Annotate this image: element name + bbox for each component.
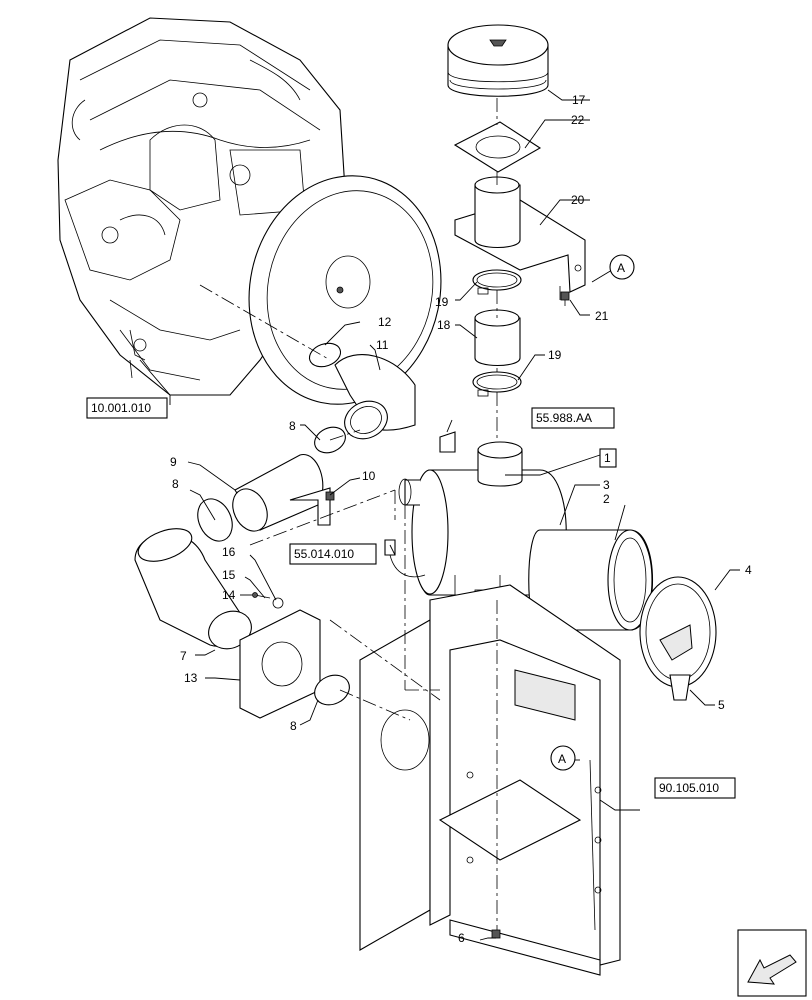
- bolt-21: [560, 291, 570, 306]
- leader-lines: [139, 89, 740, 941]
- callout-22: 22: [571, 113, 585, 127]
- marker-a-top: A: [609, 254, 635, 280]
- rubber-sleeve: [474, 309, 521, 366]
- ref-sensor[interactable]: 55.014.010: [289, 543, 377, 565]
- callout-21: 21: [595, 309, 609, 323]
- callout-5: 5: [718, 698, 725, 712]
- svg-text:10.001.010: 10.001.010: [91, 401, 151, 415]
- ref-frame[interactable]: 90.105.010: [654, 777, 736, 799]
- engine-assembly: [57, 17, 442, 405]
- clamp-upper: [472, 269, 522, 295]
- callout-9: 9: [170, 455, 177, 469]
- clamp-12: [308, 342, 342, 368]
- filter-element: [528, 529, 653, 631]
- assembly-lines: [199, 98, 561, 930]
- switch-55988: [439, 431, 456, 453]
- callout-12: 12: [378, 315, 392, 329]
- ref-engine[interactable]: 10.001.010: [86, 397, 168, 419]
- mounting-bracket-with-tube: [454, 176, 586, 293]
- sensor-55014: [384, 539, 426, 578]
- callout-6: 6: [458, 931, 465, 945]
- ref-switch[interactable]: 55.988.AA: [531, 407, 615, 429]
- clamp-8-lower: [314, 674, 350, 706]
- callout-17: 17: [572, 93, 586, 107]
- callout-1-box: 1: [599, 448, 617, 468]
- callout-13: 13: [184, 671, 198, 685]
- callout-10: 10: [362, 469, 376, 483]
- svg-text:90.105.010: 90.105.010: [659, 781, 719, 795]
- elbow-11: [334, 354, 416, 440]
- callout-4: 4: [745, 563, 752, 577]
- svg-text:A: A: [617, 261, 625, 275]
- svg-text:55.014.010: 55.014.010: [294, 547, 354, 561]
- svg-text:55.988.AA: 55.988.AA: [536, 411, 592, 425]
- plate-13: [239, 609, 321, 719]
- svg-text:A: A: [558, 752, 566, 766]
- tube-9: [232, 454, 331, 532]
- callout-19-lower: 19: [548, 348, 562, 362]
- svg-text:1: 1: [604, 451, 611, 465]
- filter-end-cover: [639, 576, 717, 701]
- callout-11: 11: [376, 338, 389, 352]
- support-frame: [359, 584, 621, 976]
- air-filter-housing: [398, 441, 567, 601]
- callout-14: 14: [222, 588, 236, 602]
- gasket-plate: [453, 121, 542, 173]
- callout-16: 16: [222, 545, 236, 559]
- callout-3: 3: [603, 478, 610, 492]
- callout-8-mid: 8: [172, 477, 179, 491]
- elbow-7: [134, 528, 252, 650]
- callout-19-upper: 19: [435, 295, 449, 309]
- callout-8-upper: 8: [289, 419, 296, 433]
- bolt-10: [325, 491, 335, 501]
- arrow-icon[interactable]: [737, 929, 807, 997]
- callout-2: 2: [603, 492, 610, 506]
- marker-a-bottom: A: [550, 745, 576, 771]
- callout-15: 15: [222, 568, 236, 582]
- callout-18: 18: [437, 318, 451, 332]
- callout-numbers: 17 22 20 21 19 18 19 3 2 4 5 6 7 8 9 10 …: [170, 93, 752, 945]
- small-parts-14-16: [252, 592, 284, 609]
- callout-20: 20: [571, 193, 585, 207]
- callout-7: 7: [180, 649, 187, 663]
- callout-8-lower: 8: [290, 719, 297, 733]
- air-intake-cap: [447, 24, 549, 97]
